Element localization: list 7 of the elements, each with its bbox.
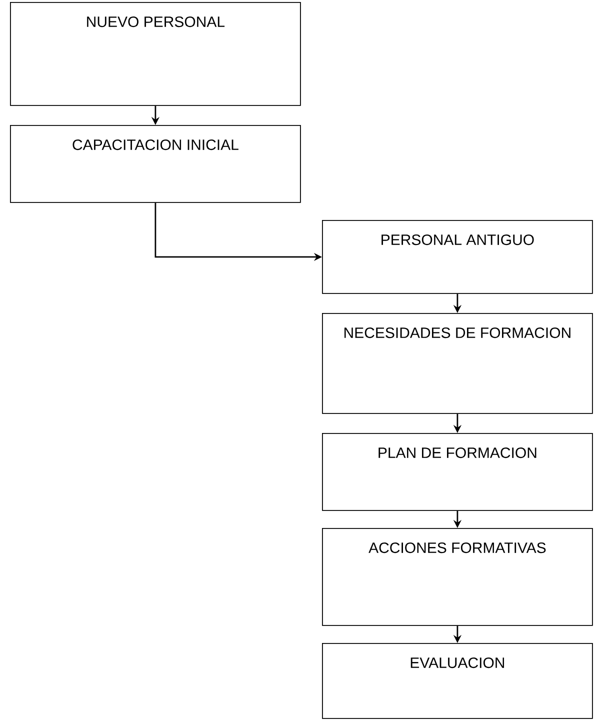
process-box: ACCIONES FORMATIVAS <box>322 528 593 626</box>
process-box: PERSONAL ANTIGUO <box>322 220 593 294</box>
process-box: EVALUACION <box>322 643 593 719</box>
process-box: NUEVO PERSONAL <box>10 2 301 106</box>
process-box: PLAN DE FORMACION <box>322 433 593 511</box>
process-box: CAPACITACION INICIAL <box>10 125 301 203</box>
process-box: NECESIDADES DE FORMACION <box>322 313 593 414</box>
